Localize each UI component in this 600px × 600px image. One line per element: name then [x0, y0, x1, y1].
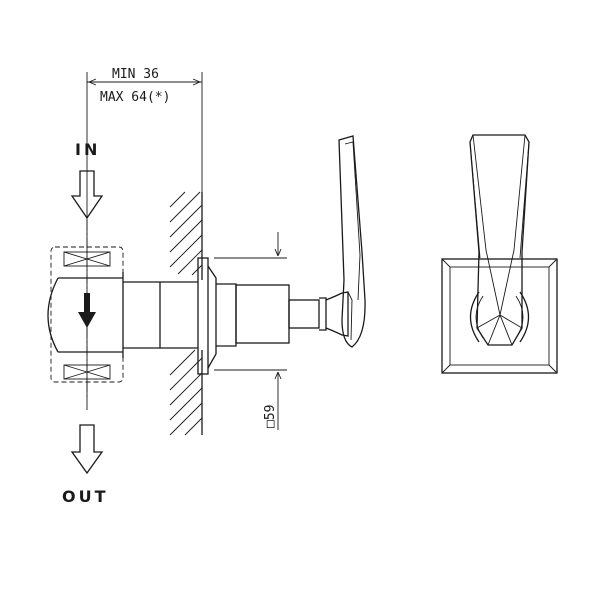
depth-min-label: MIN 36	[112, 67, 159, 82]
outlet-arrow-icon	[70, 424, 104, 475]
depth-dimension: MIN 36 MAX 64(*)	[86, 67, 203, 400]
inlet-arrow-icon	[70, 170, 104, 220]
cover-plate	[441, 258, 558, 374]
outlet-label: OUT	[62, 487, 109, 506]
plate-size-label: □59	[263, 405, 278, 428]
outlet-flow: OUT	[62, 424, 109, 506]
valve-body	[47, 220, 124, 410]
wall-section	[169, 191, 203, 436]
inlet-label: IN	[75, 140, 100, 159]
depth-max-label: MAX 64(*)	[100, 90, 170, 105]
front-view	[441, 134, 558, 374]
inlet-flow: IN	[70, 140, 104, 220]
valve-spindle	[123, 257, 349, 375]
lever-handle-side	[338, 135, 366, 348]
plate-dimension: □59	[214, 232, 287, 430]
